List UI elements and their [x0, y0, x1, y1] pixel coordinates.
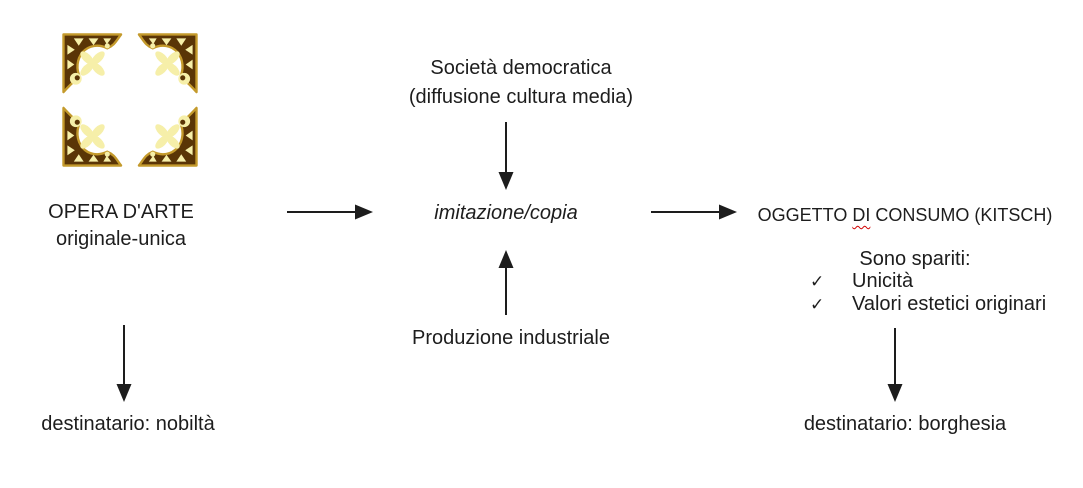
- lost-header: Sono spariti:: [859, 248, 971, 270]
- destination-nobilta-label: destinatario: nobiltà: [41, 413, 215, 435]
- opera-title: OPERA D'ARTE: [48, 201, 194, 223]
- checkmark-icon: ✓: [810, 294, 825, 314]
- imitazione-node: imitazione/copia: [434, 202, 578, 224]
- arrow-opera-to-nobilta: [116, 325, 132, 402]
- arrow-societa-down: [498, 122, 514, 190]
- societa-line2: (diffusione cultura media): [408, 86, 634, 108]
- societa-line1: Società democratica: [430, 57, 612, 79]
- list-item: ✓ Unicità: [800, 270, 1075, 293]
- destination-borghesia-label: destinatario: borghesia: [803, 413, 1007, 435]
- arrow-kitsch-to-borghesia: [887, 328, 903, 402]
- opera-subtitle: originale-unica: [55, 228, 187, 250]
- lost-list: ✓ Unicità ✓ Valori estetici originari: [800, 270, 1075, 316]
- arrow-imitazione-to-kitsch: [651, 204, 737, 220]
- ornament-corner-bottom-left-icon: [62, 106, 123, 167]
- kitsch-node-title: OGGETTO DI CONSUMO (KITSCH): [755, 203, 1055, 227]
- kitsch-title-suffix: CONSUMO (KITSCH): [875, 205, 1053, 225]
- kitsch-title-spellcheck-word: DI: [852, 205, 871, 225]
- arrow-opera-to-imitazione: [287, 204, 373, 220]
- societa-node: Società democratica (diffusione cultura …: [381, 54, 661, 112]
- ornament-corner-top-left-icon: [62, 33, 123, 94]
- opera-node: OPERA D'ARTE originale-unica: [15, 199, 227, 253]
- list-item: ✓ Valori estetici originari: [800, 293, 1075, 316]
- arrow-produzione-up: [498, 250, 514, 315]
- ornament-corner-bottom-right-icon: [137, 106, 198, 167]
- list-item-label: Unicità: [852, 270, 914, 292]
- ornament-frame-image: [62, 33, 198, 167]
- list-item-label: Valori estetici originari: [852, 293, 1047, 315]
- checkmark-icon: ✓: [810, 271, 825, 291]
- kitsch-title-prefix: OGGETTO: [757, 205, 848, 225]
- ornament-corner-top-right-icon: [137, 33, 198, 94]
- produzione-node: Produzione industriale: [412, 327, 610, 349]
